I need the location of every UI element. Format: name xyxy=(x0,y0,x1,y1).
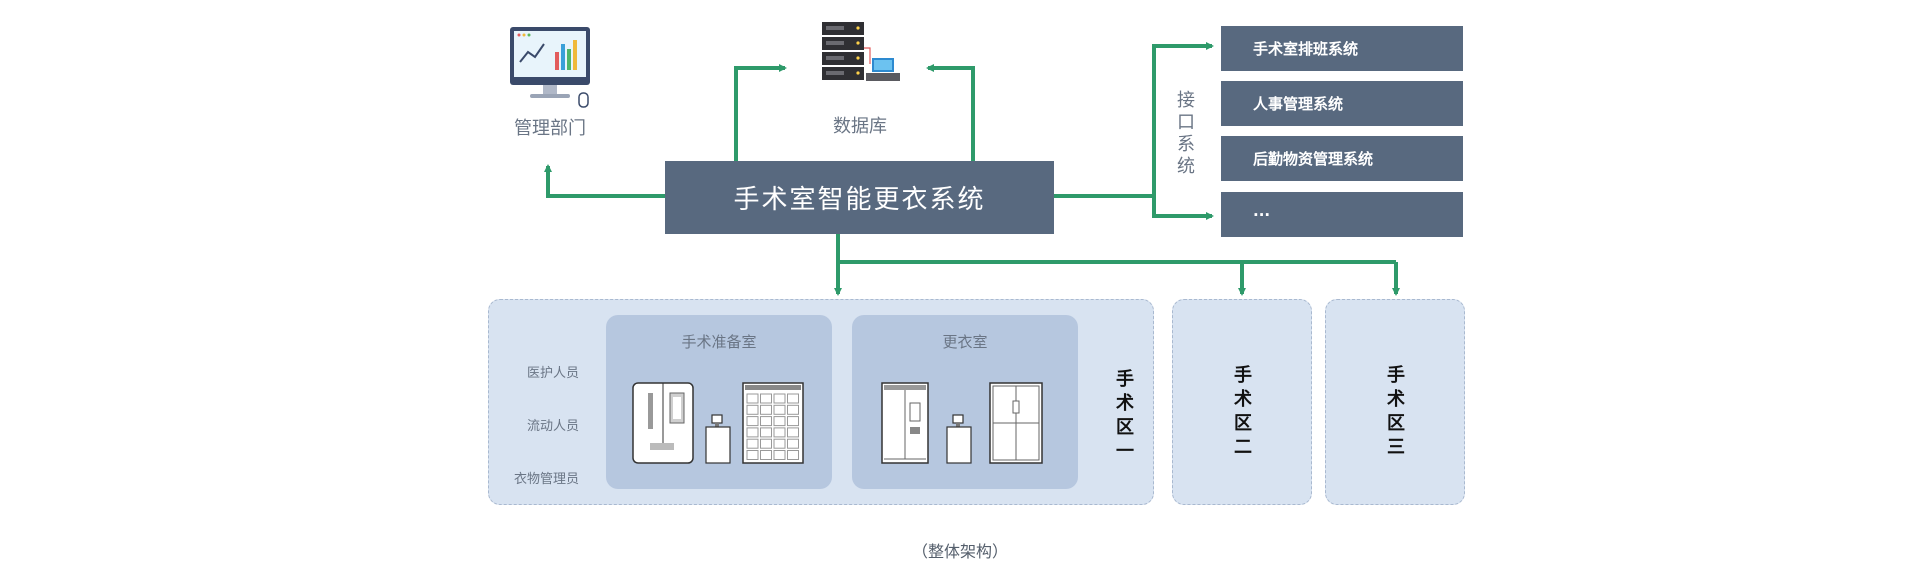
role-medical-staff: 医护人员 xyxy=(526,366,579,381)
zone-name-char: 术 xyxy=(1116,393,1134,414)
zone-name-char: 一 xyxy=(1116,441,1134,462)
locker-cell xyxy=(773,450,786,460)
arrow-to-management xyxy=(544,164,665,198)
database-node: 数据库 xyxy=(810,18,910,138)
prep-room: 手术准备室 xyxy=(606,315,832,489)
dispenser-machine-icon xyxy=(632,382,694,464)
role-clothing-admin: 衣物管理员 xyxy=(513,472,579,487)
prep-room-title: 手术准备室 xyxy=(681,333,757,351)
zone-1-name: 手 术 区 一 xyxy=(1113,368,1137,464)
locker-cell xyxy=(760,404,772,415)
changing-room-title: 更衣室 xyxy=(942,333,988,351)
surgery-zone-3: 手 术 区 三 xyxy=(1325,299,1465,505)
server-icon xyxy=(822,22,900,81)
system-box-more: ··· xyxy=(1221,192,1463,237)
surgery-zone-1: 医护人员 流动人员 衣物管理员 手术准备室 xyxy=(488,299,1154,505)
locker-cell xyxy=(746,427,759,438)
changing-room-equipment xyxy=(881,382,1043,464)
locker-cell xyxy=(787,404,799,415)
surgery-zone-2: 手 术 区 二 xyxy=(1172,299,1312,505)
zone-name-char: 手 xyxy=(1387,365,1405,386)
zone-name-char: 术 xyxy=(1234,389,1252,410)
locker-cell xyxy=(760,427,772,438)
prep-room-equipment xyxy=(632,382,804,464)
zone-name-char: 手 xyxy=(1116,369,1134,390)
monitor-icon xyxy=(510,27,590,108)
management-node: 管理部门 xyxy=(500,22,600,140)
interface-label-char: 口 xyxy=(1177,112,1195,133)
zone-name-char: 手 xyxy=(1234,365,1252,386)
locker-cell xyxy=(746,393,759,404)
locker-cell xyxy=(773,416,786,427)
locker-cell xyxy=(760,393,772,404)
scanner-kiosk-icon xyxy=(946,414,972,464)
system-box-hr: 人事管理系统 xyxy=(1221,81,1463,126)
locker-cell xyxy=(787,438,799,449)
wardrobe-cabinet-icon xyxy=(989,382,1043,464)
locker-cell xyxy=(746,438,759,449)
arrow-to-interface-top xyxy=(1052,42,1214,198)
locker-cabinet-icon xyxy=(742,382,804,464)
arrow-to-interface-bottom xyxy=(1152,196,1214,220)
changing-room: 更衣室 xyxy=(852,315,1078,489)
zone-name-char: 术 xyxy=(1387,389,1405,410)
interface-label-char: 统 xyxy=(1177,156,1195,177)
zone-name-char: 区 xyxy=(1234,413,1252,434)
diagram-caption: （整体架构） xyxy=(911,542,1008,561)
locker-cell xyxy=(773,427,786,438)
system-box-label: 后勤物资管理系统 xyxy=(1253,150,1374,168)
zone-name-char: 区 xyxy=(1387,413,1405,434)
database-label: 数据库 xyxy=(833,116,887,137)
core-system-box: 手术室智能更衣系统 xyxy=(665,161,1054,234)
scanner-kiosk-icon xyxy=(705,414,731,464)
role-mobile-staff: 流动人员 xyxy=(526,419,579,434)
zone-name-char: 区 xyxy=(1116,417,1134,438)
arrow-to-database-right xyxy=(926,64,975,161)
locker-cell xyxy=(787,393,799,404)
system-box-label: ··· xyxy=(1253,205,1271,224)
interface-label-char: 系 xyxy=(1177,134,1195,155)
interface-label: 接 口 系 统 xyxy=(1174,90,1198,178)
locker-cell xyxy=(787,416,799,427)
locker-cell xyxy=(760,450,772,460)
locker-cell xyxy=(773,393,786,404)
zone-name-char: 二 xyxy=(1234,437,1252,458)
locker-cell xyxy=(773,404,786,415)
locker-cell xyxy=(746,450,759,460)
zone-name-char: 三 xyxy=(1387,437,1405,458)
locker-cell xyxy=(746,416,759,427)
locker-cell xyxy=(760,438,772,449)
return-machine-icon xyxy=(881,382,929,464)
system-box-label: 手术室排班系统 xyxy=(1253,40,1359,58)
zone-3-name: 手 术 区 三 xyxy=(1384,364,1408,460)
management-label: 管理部门 xyxy=(514,118,586,139)
system-box-scheduling: 手术室排班系统 xyxy=(1221,26,1463,71)
zone-2-name: 手 术 区 二 xyxy=(1231,364,1255,460)
interface-label-char: 接 xyxy=(1177,90,1195,111)
locker-cell xyxy=(787,450,799,460)
system-box-logistics: 后勤物资管理系统 xyxy=(1221,136,1463,181)
locker-cell xyxy=(773,438,786,449)
locker-cell xyxy=(787,427,799,438)
locker-cell xyxy=(760,416,772,427)
arrow-to-database-left xyxy=(734,64,787,161)
locker-cell xyxy=(746,404,759,415)
system-box-label: 人事管理系统 xyxy=(1253,95,1344,113)
